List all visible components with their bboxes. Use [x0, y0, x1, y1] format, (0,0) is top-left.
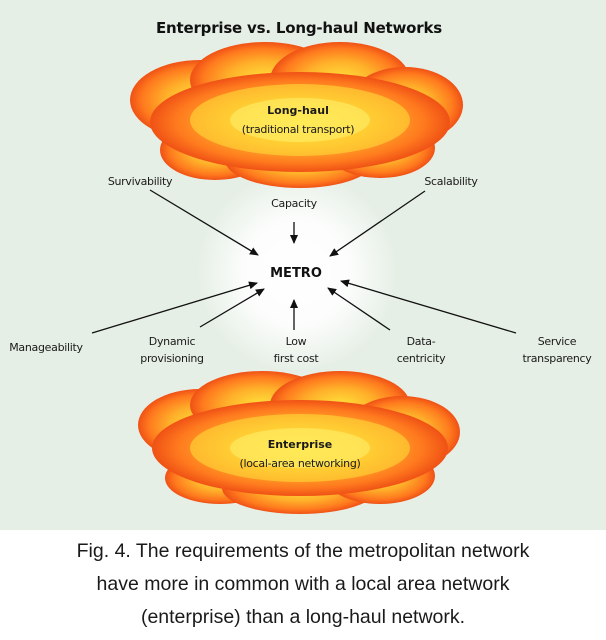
- label-transparency: transparency: [523, 352, 593, 365]
- label-service: Service: [538, 335, 577, 348]
- arrow-manageability: [91, 281, 258, 334]
- label-centricity: centricity: [397, 352, 446, 365]
- label-capacity: Capacity: [271, 197, 317, 210]
- caption-line-3: (enterprise) than a long-haul network.: [140, 606, 466, 628]
- figure-caption: Fig. 4. The requirements of the metropol…: [0, 535, 606, 634]
- long-haul-subtitle: (traditional transport): [242, 123, 355, 136]
- arrow-survivability: [149, 189, 259, 256]
- label-data: Data-: [407, 335, 436, 348]
- diagram-title: Enterprise vs. Long-haul Networks: [156, 19, 442, 37]
- arrow-scalability: [329, 190, 426, 257]
- enterprise-cloud: [138, 371, 460, 514]
- label-dynamic: Dynamic: [149, 335, 196, 348]
- long-haul-cloud: [130, 42, 463, 188]
- long-haul-title: Long-haul: [267, 104, 329, 117]
- arrow-dynamic-provisioning: [199, 288, 265, 328]
- arrow-service-transparency: [340, 279, 517, 334]
- arrow-data-centricity: [327, 287, 391, 331]
- enterprise-title: Enterprise: [268, 438, 333, 451]
- label-provisioning: provisioning: [140, 352, 203, 365]
- label-manageability: Manageability: [9, 341, 83, 354]
- caption-line-2: have more in common with a local area ne…: [96, 573, 510, 595]
- enterprise-subtitle: (local-area networking): [240, 457, 361, 470]
- label-scalability: Scalability: [424, 175, 478, 188]
- metro-glow: [197, 172, 397, 372]
- label-low: Low: [286, 335, 307, 348]
- label-first-cost: first cost: [274, 352, 320, 365]
- diagram: Enterprise vs. Long-haul Networks Long-h…: [9, 19, 593, 514]
- caption-line-1: Fig. 4. The requirements of the metropol…: [76, 540, 530, 562]
- label-survivability: Survivability: [108, 175, 173, 188]
- metro-label: METRO: [270, 266, 322, 281]
